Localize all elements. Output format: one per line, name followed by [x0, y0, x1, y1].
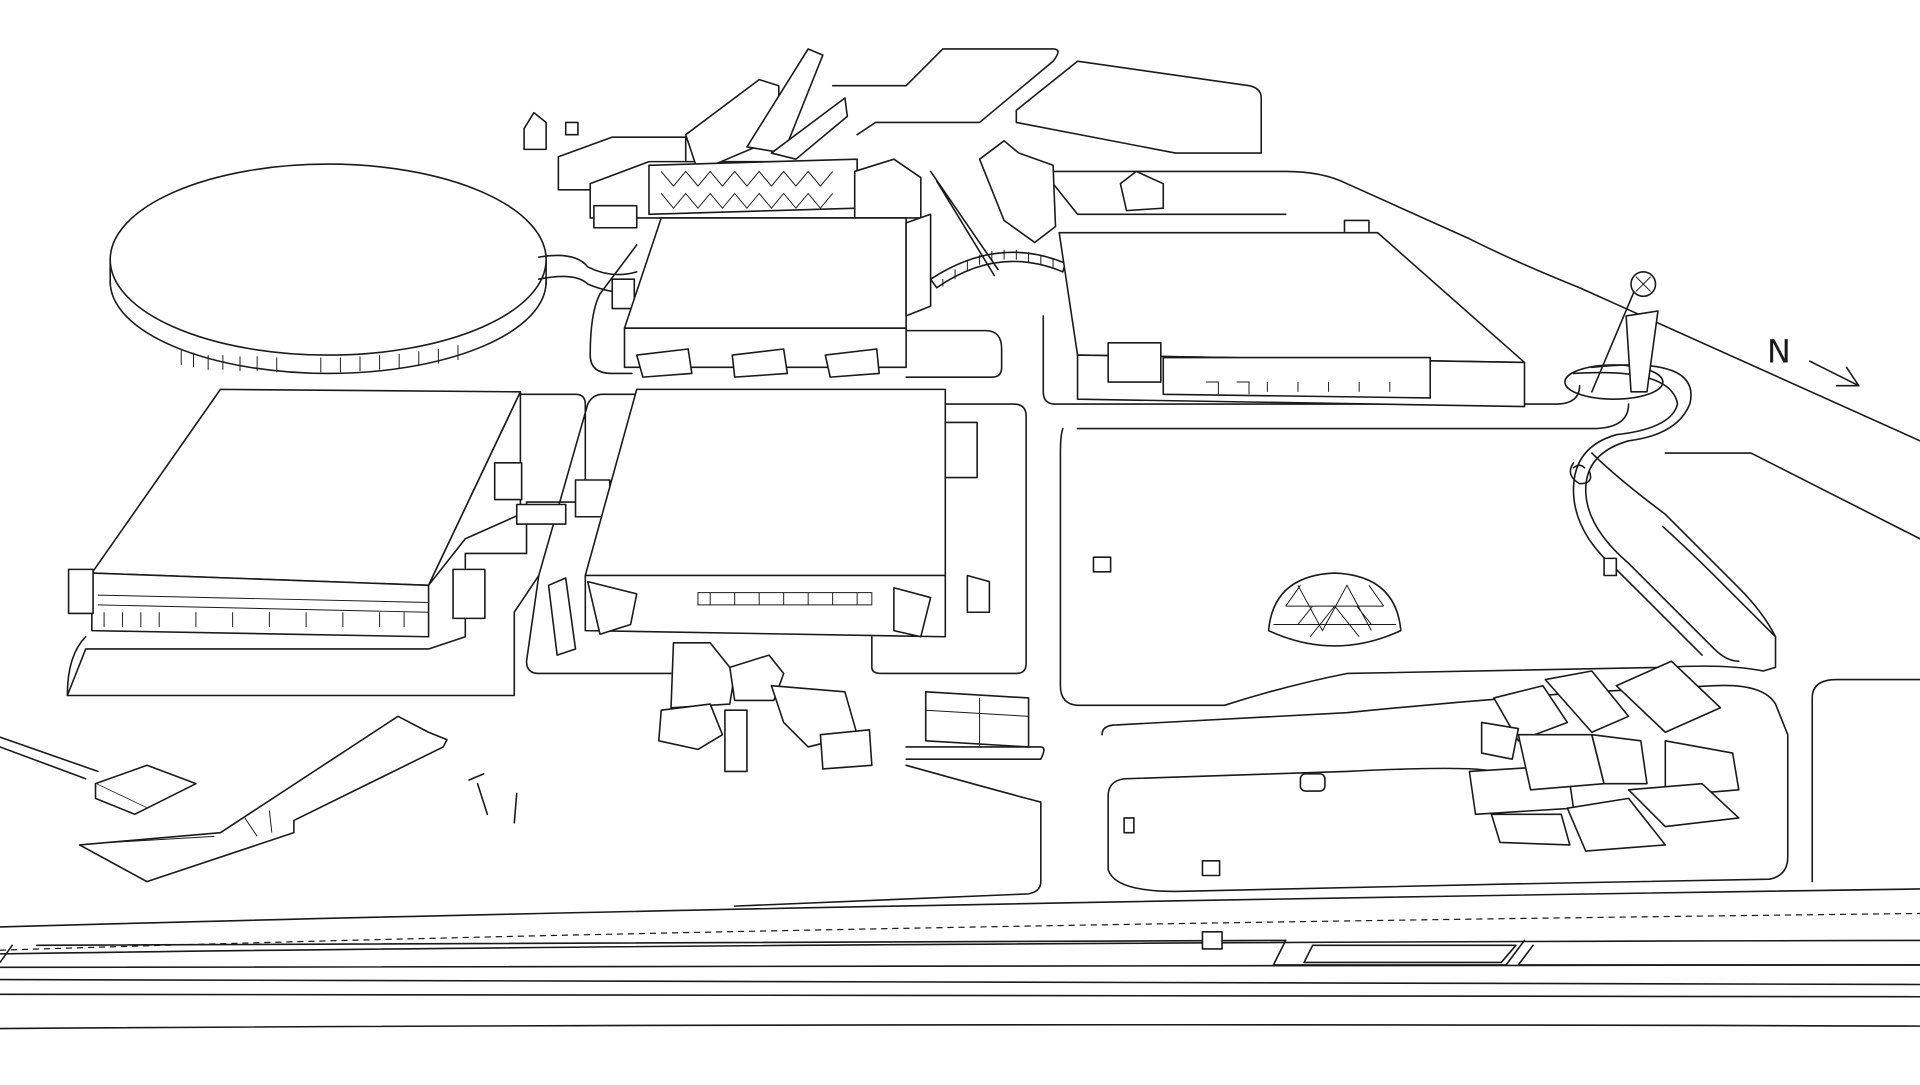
- museum-building: [657, 642, 873, 773]
- hall-north-center: [623, 213, 932, 378]
- small-hut: [1119, 170, 1165, 212]
- north-label: N: [1767, 332, 1791, 370]
- house-cluster: [1468, 660, 1740, 852]
- small-objects: [1092, 556, 1618, 877]
- factory-cluster-north: [523, 48, 922, 229]
- north-arrow: N: [1767, 332, 1860, 387]
- bus-stop: [1201, 931, 1223, 950]
- hall-north-east: [1058, 170, 1526, 408]
- oval-building: [109, 163, 638, 375]
- geodesic-dome: [1267, 572, 1402, 647]
- small-building-east: [924, 691, 1030, 748]
- observation-tower: [1564, 271, 1664, 400]
- bridge: [929, 140, 1067, 289]
- hall-center: [547, 388, 991, 656]
- hall-west: [67, 388, 611, 638]
- main-road: [0, 888, 1920, 1030]
- pavilion-southwest: [78, 715, 518, 883]
- small-house: [523, 111, 547, 151]
- paths: [0, 48, 1920, 907]
